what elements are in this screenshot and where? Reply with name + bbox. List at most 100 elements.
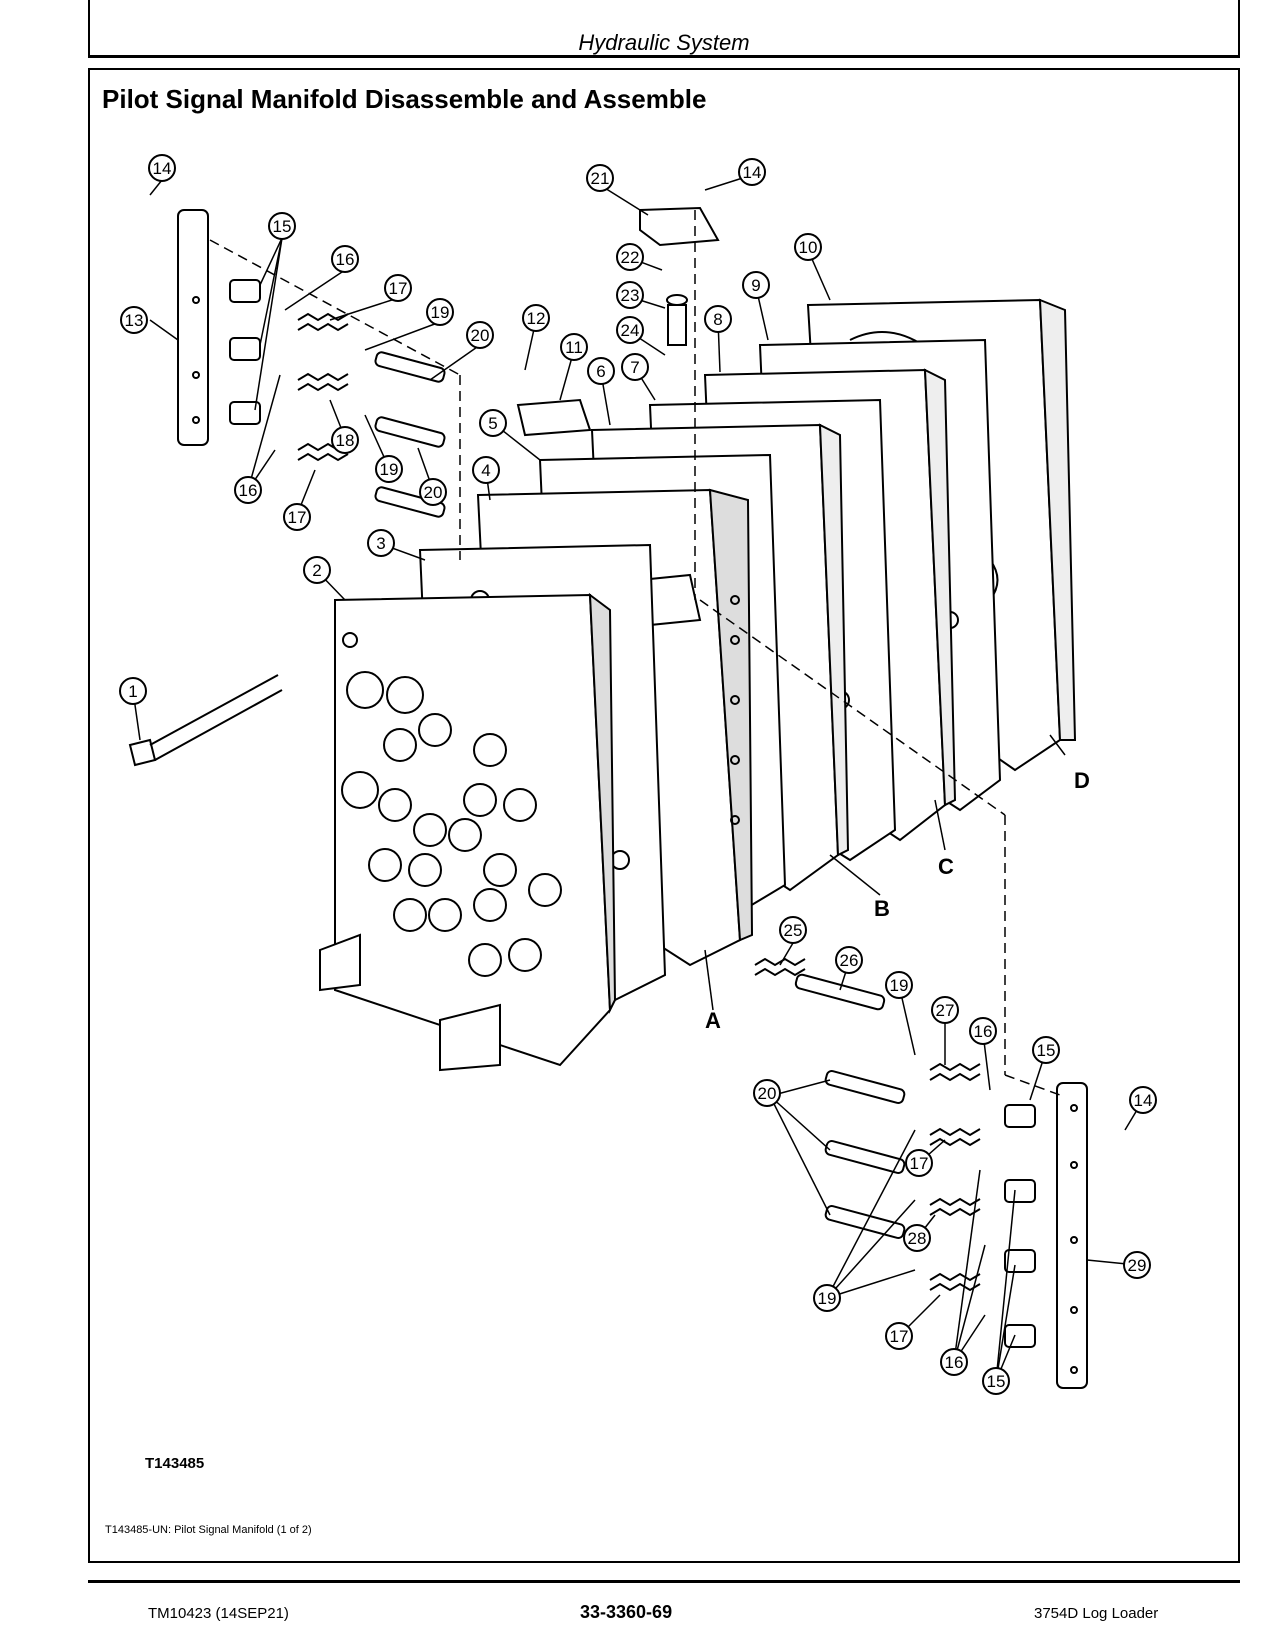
callout-label: 16	[945, 1353, 964, 1372]
callout-9: 9	[742, 271, 770, 299]
callout-label: 18	[336, 431, 355, 450]
plate-13	[177, 209, 209, 446]
callout-label: 17	[389, 279, 408, 298]
callout-16: 16	[940, 1348, 968, 1376]
callout-label: 9	[751, 276, 760, 295]
callout-label: 14	[153, 159, 172, 178]
callout-6: 6	[587, 357, 615, 385]
content-frame	[88, 68, 1240, 1563]
callout-16: 16	[234, 476, 262, 504]
callout-13: 13	[120, 306, 148, 334]
callout-14: 14	[148, 154, 176, 182]
callout-8: 8	[704, 305, 732, 333]
alignment-lines	[209, 210, 1061, 1096]
callout-14: 14	[738, 158, 766, 186]
callout-label: 22	[621, 248, 640, 267]
callout-12: 12	[522, 304, 550, 332]
callout-label: 17	[890, 1327, 909, 1346]
callout-label: 20	[758, 1084, 777, 1103]
callout-5: 5	[479, 409, 507, 437]
callout-label: 7	[630, 358, 639, 377]
callout-18: 18	[331, 426, 359, 454]
callout-label: 16	[336, 250, 355, 269]
callout-label: 16	[239, 481, 258, 500]
footer-machine-name: 3754D Log Loader	[1034, 1605, 1159, 1622]
figure-id: T143485	[145, 1455, 205, 1472]
cover-21	[639, 206, 720, 247]
callout-26: 26	[835, 946, 863, 974]
callout-label: 20	[424, 483, 443, 502]
callout-23: 23	[616, 281, 644, 309]
bolt-1	[128, 674, 283, 767]
callout-label: 1	[128, 682, 137, 701]
callout-label: 17	[910, 1154, 929, 1173]
callout-label: 26	[840, 951, 859, 970]
callout-20: 20	[753, 1079, 781, 1107]
spools	[374, 351, 906, 1239]
callout-19: 19	[426, 298, 454, 326]
callout-7: 7	[621, 353, 649, 381]
footer-page-number: 33-3360-69	[580, 1602, 673, 1622]
footer-rule	[88, 1580, 1240, 1583]
callout-label: 19	[380, 460, 399, 479]
valve-23	[666, 294, 688, 346]
callout-28: 28	[903, 1224, 931, 1252]
callout-label: 13	[125, 311, 144, 330]
plate-group-letter-B: B	[874, 896, 890, 921]
callout-19: 19	[885, 971, 913, 999]
plugs	[229, 279, 1036, 1348]
main-block-2	[319, 592, 617, 1072]
exploded-view-diagram: 1413151617192018192016172114222324121110…	[119, 154, 1157, 1395]
callout-label: 28	[908, 1229, 927, 1248]
callout-label: 15	[987, 1372, 1006, 1391]
callout-25: 25	[779, 916, 807, 944]
callout-label: 20	[471, 326, 490, 345]
plate-29	[1056, 1082, 1088, 1389]
callout-label: 3	[376, 534, 385, 553]
callout-label: 24	[621, 321, 640, 340]
callout-15: 15	[1032, 1036, 1060, 1064]
callout-16: 16	[331, 245, 359, 273]
callout-label: 14	[743, 163, 762, 182]
callout-21: 21	[586, 164, 614, 192]
callout-2: 2	[303, 556, 331, 584]
callout-3: 3	[367, 529, 395, 557]
callout-17: 17	[283, 503, 311, 531]
callout-label: 19	[890, 976, 909, 995]
cover-11	[516, 398, 592, 437]
callout-label: 5	[488, 414, 497, 433]
callout-label: 17	[288, 508, 307, 527]
header-box: Hydraulic System	[88, 0, 1240, 58]
callout-22: 22	[616, 243, 644, 271]
callout-label: 12	[527, 309, 546, 328]
callout-17: 17	[885, 1322, 913, 1350]
callout-label: 11	[565, 338, 583, 357]
callout-label: 10	[799, 238, 818, 257]
callout-17: 17	[384, 274, 412, 302]
figure-caption: T143485-UN: Pilot Signal Manifold (1 of …	[105, 1524, 312, 1536]
callout-label: 29	[1128, 1256, 1147, 1275]
callout-10: 10	[794, 233, 822, 261]
callout-label: 25	[784, 921, 803, 940]
section-title: Hydraulic System	[578, 30, 750, 55]
callout-1: 1	[119, 677, 147, 705]
springs-lower-right	[754, 957, 981, 1292]
callout-label: 21	[591, 169, 610, 188]
callout-27: 27	[931, 996, 959, 1024]
callout-label: 16	[974, 1022, 993, 1041]
callout-label: 6	[596, 362, 605, 381]
footer-manual-id: TM10423 (14SEP21)	[148, 1605, 289, 1622]
callout-label: 8	[713, 310, 722, 329]
callout-label: 27	[936, 1001, 955, 1020]
callout-29: 29	[1123, 1251, 1151, 1279]
callout-label: 2	[312, 561, 321, 580]
callout-label: 19	[818, 1289, 837, 1308]
callout-24: 24	[616, 316, 644, 344]
callout-label: 4	[481, 461, 490, 480]
page-title: Pilot Signal Manifold Disassemble and As…	[102, 84, 707, 114]
callout-label: 15	[1037, 1041, 1056, 1060]
callout-19: 19	[375, 455, 403, 483]
plate-group-letter-D: D	[1074, 768, 1090, 793]
